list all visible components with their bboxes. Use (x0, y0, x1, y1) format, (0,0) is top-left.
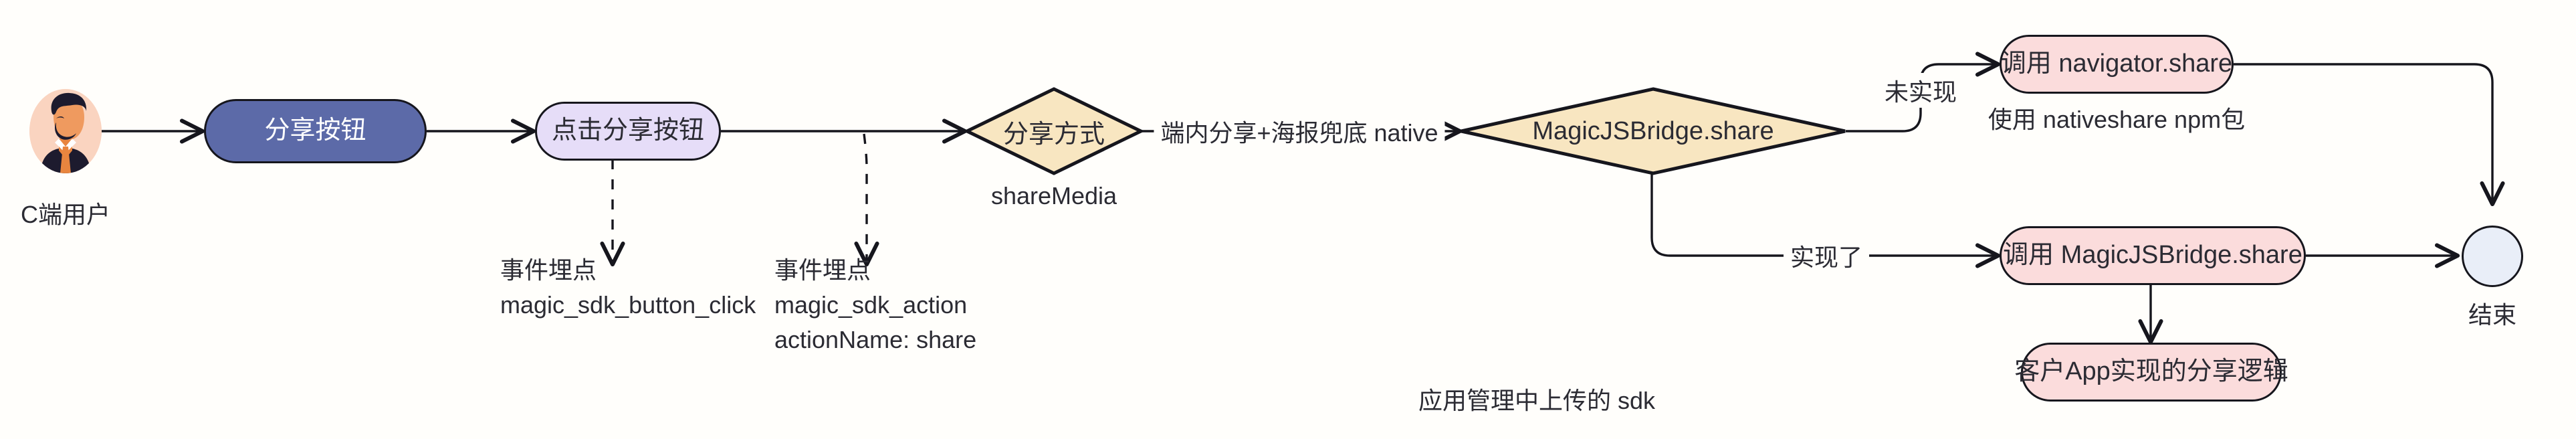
node-magic-jsbridge-share-decision[interactable]: MagicJSBridge.share (1459, 87, 1847, 175)
annotation-tracking-2-line3: actionName: share (774, 326, 977, 354)
node-client-app-share-logic[interactable]: 客户App实现的分享逻辑 (2014, 343, 2288, 402)
annotation-tracking-action: 事件埋点 magic_sdk_action actionName: share (774, 253, 976, 358)
node-call-magic-jsbridge-share[interactable]: 调用 MagicJSBridge.share (2000, 226, 2306, 285)
node-share-media-sublabel: shareMedia (990, 182, 1117, 209)
node-share-media-decision[interactable]: 分享方式 (963, 87, 1145, 175)
edge-navigator-share-to-end (2234, 63, 2505, 207)
edge-label-implemented: 实现了 (1783, 238, 1870, 273)
edge-bridge-to-call-bridge (1650, 159, 2001, 268)
actor-label: C端用户 (21, 201, 110, 228)
node-end-label: 结束 (2468, 301, 2517, 329)
edge-label-not-implemented: 未实现 (1877, 73, 1964, 108)
edge-tracking-action-dashed (854, 133, 879, 267)
annotation-tracking-2-line2: magic_sdk_action (774, 291, 968, 319)
annotation-tracking-1-line2: magic_sdk_button_click (500, 291, 756, 319)
user-avatar-icon (29, 89, 102, 173)
annotation-tracking-button-click: 事件埋点 magic_sdk_button_click (500, 253, 756, 323)
edge-label-native-share: 端内分享+海报兜底 native (1154, 114, 1445, 149)
node-call-navigator-share-sublabel: 使用 nativeshare npm包 (1988, 106, 2246, 133)
node-call-navigator-share[interactable]: 调用 navigator.share (2000, 35, 2234, 94)
node-click-share-button[interactable]: 点击分享按钮 (535, 102, 721, 161)
node-end[interactable] (2462, 226, 2523, 287)
annotation-tracking-1-line1: 事件埋点 (500, 256, 597, 284)
annotation-sdk-note: 应用管理中上传的 sdk (1418, 387, 1656, 414)
node-share-button[interactable]: 分享按钮 (204, 99, 427, 163)
annotation-tracking-2-line1: 事件埋点 (774, 256, 871, 284)
